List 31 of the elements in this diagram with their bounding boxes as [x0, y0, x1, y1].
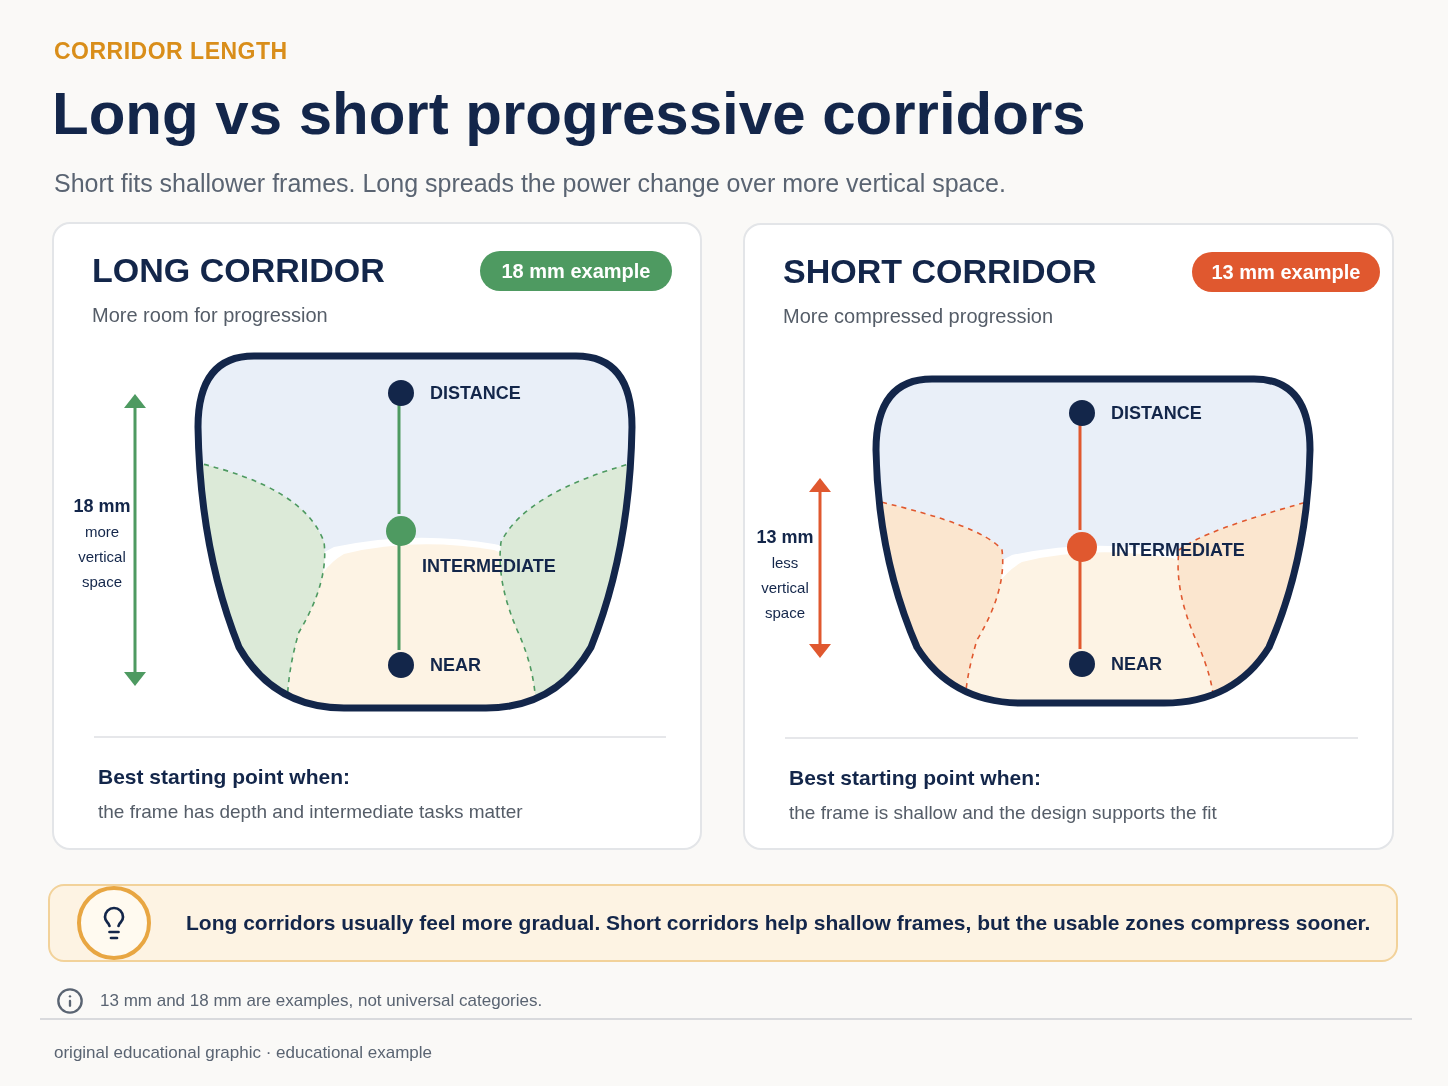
comparison-card: [52, 222, 702, 850]
corridor-line: [397, 404, 401, 514]
dimension-label: 18 mm more vertical space: [72, 495, 132, 592]
page-title: Long vs short progressive corridors: [52, 79, 1086, 149]
zone-label: INTERMEDIATE: [1111, 539, 1245, 561]
zone-label: INTERMEDIATE: [422, 555, 556, 577]
corridor-line: [1078, 424, 1082, 530]
corridor-line: [1078, 560, 1082, 649]
section-heading: Best starting point when:: [789, 765, 1041, 791]
card-subtitle: More room for progression: [92, 303, 328, 328]
example-badge: 13 mm example: [1192, 252, 1380, 292]
page-subtitle: Short fits shallower frames. Long spreads the power change over more vertical space.: [54, 168, 1006, 199]
tip-text: Long corridors usually feel more gradual. Short corridors help shallow frames, but the usable zones compress sooner.: [186, 910, 1371, 937]
kicker-text: CORRIDOR LENGTH: [54, 37, 288, 66]
footer-text: original educational graphic · educational example: [54, 1042, 433, 1064]
example-badge: 18 mm example: [480, 251, 672, 291]
section-heading: Best starting point when:: [98, 764, 350, 790]
zone-label: NEAR: [430, 654, 481, 676]
corridor-line: [397, 544, 401, 650]
tip-banner: [48, 884, 1398, 962]
dimension-label: 13 mm less vertical space: [755, 526, 815, 623]
zone-label: NEAR: [1111, 653, 1162, 675]
card-subtitle: More compressed progression: [783, 304, 1054, 329]
note-text: 13 mm and 18 mm are examples, not universal categories.: [100, 990, 543, 1013]
body-text: the frame is shallow and the design supports the fit: [789, 801, 1217, 825]
card-heading: SHORT CORRIDOR: [783, 251, 1097, 291]
zone-label: DISTANCE: [430, 382, 521, 404]
card-heading: LONG CORRIDOR: [92, 250, 385, 290]
zone-label: DISTANCE: [1111, 402, 1202, 424]
body-text: the frame has depth and intermediate tasks matter: [98, 800, 523, 824]
comparison-card: [743, 223, 1394, 850]
